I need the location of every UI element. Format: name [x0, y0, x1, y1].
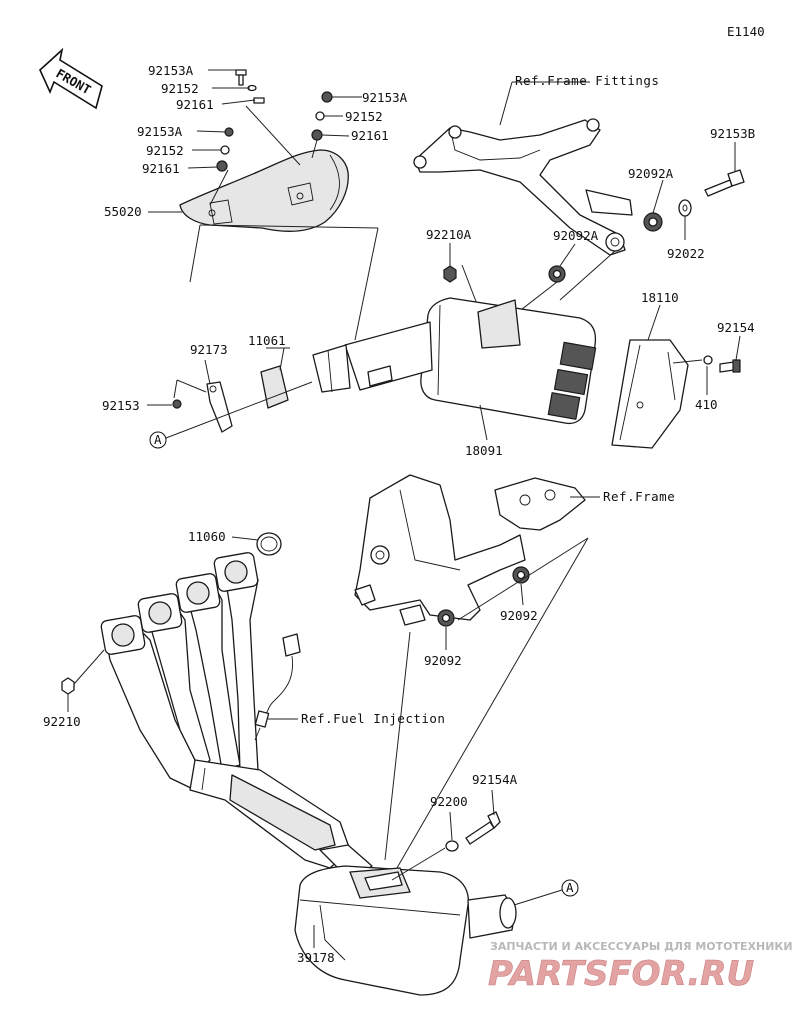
gasket-11061	[260, 365, 289, 409]
leader-92200	[449, 811, 453, 841]
watermark-tagline: ЗАПЧАСТИ И АКСЕССУАРЫ ДЛЯ МОТОТЕХНИКИ	[490, 940, 793, 953]
leader-92092-upper	[520, 583, 524, 606]
label-92153A-1: 92153A	[148, 63, 194, 78]
leader-92173	[204, 359, 211, 385]
muffler-cover-18110	[611, 339, 689, 449]
leader-cover-a	[199, 224, 379, 229]
front-arrow-icon: FRONT	[39, 47, 103, 110]
label-92154A: 92154A	[472, 772, 518, 787]
label-55020: 55020	[104, 204, 142, 219]
damper-92092-lower	[437, 609, 455, 627]
leader-18110	[647, 304, 661, 341]
nut-92210A	[443, 265, 457, 283]
label-92153B: 92153B	[710, 126, 755, 141]
leader-92153-b	[176, 379, 207, 393]
pre-chamber-39178	[294, 865, 517, 996]
label-92152-1: 92152	[161, 81, 199, 96]
callout-a-upper: A	[149, 431, 167, 449]
connecting-pipe	[312, 321, 433, 393]
leader-92210-b	[73, 649, 105, 685]
washer-410	[703, 355, 713, 365]
label-92152-2: 92152	[345, 109, 383, 124]
label-92200: 92200	[430, 794, 468, 809]
leader-92200-b	[391, 847, 446, 881]
svg-text:A: A	[566, 880, 574, 895]
svg-text:A: A	[154, 432, 162, 447]
label-92154: 92154	[717, 320, 755, 335]
o2-sensor	[254, 633, 301, 741]
leader-frame-to-muffler-b	[389, 537, 589, 881]
leader-callout-a-upper	[165, 381, 313, 439]
label-92092-2: 92092	[500, 608, 538, 623]
leader-11060	[231, 536, 259, 541]
nut-92153	[172, 399, 182, 409]
part-labels: 92153A 92152 92161 92153A 92152 92161 92…	[43, 63, 755, 965]
label-11060: 11060	[188, 529, 226, 544]
leader-frame-to-damper	[457, 537, 589, 621]
leader-11061-b	[279, 347, 285, 371]
label-92153: 92153	[102, 398, 140, 413]
label-18091: 18091	[465, 443, 503, 458]
label-11061: 11061	[248, 333, 286, 348]
leader-92153-c	[173, 379, 178, 399]
ref-frame-fittings: Ref.Frame Fittings	[515, 73, 659, 88]
label-92022: 92022	[667, 246, 705, 261]
heat-cover-55020	[179, 149, 349, 233]
leader-cover-c	[354, 227, 379, 341]
frame-structure	[354, 474, 586, 626]
leader-cover-b	[189, 224, 201, 283]
nut-92210	[61, 677, 75, 695]
washer-92200	[445, 840, 459, 852]
washer-92022	[678, 199, 692, 217]
label-92173: 92173	[190, 342, 228, 357]
label-92092-1: 92092	[424, 653, 462, 668]
watermark-brand: PARTSFOR.RU	[488, 954, 754, 994]
label-92092A-1: 92092A	[628, 166, 674, 181]
label-92161-3: 92161	[142, 161, 180, 176]
clamp-92173	[206, 381, 233, 433]
label-410: 410	[695, 397, 718, 412]
bolt-92154	[719, 359, 741, 373]
damper-92092A-left	[548, 265, 566, 283]
damper-92092A-right	[643, 212, 663, 232]
label-92210: 92210	[43, 714, 81, 729]
label-92153A-3: 92153A	[137, 124, 183, 139]
frame-fittings-bracket	[413, 118, 633, 256]
label-92161-2: 92161	[351, 128, 389, 143]
muffler-18091	[420, 297, 597, 425]
leader-bracket-b	[559, 250, 616, 301]
label-39178: 39178	[297, 950, 335, 965]
label-18110: 18110	[641, 290, 679, 305]
leader-410-up	[672, 359, 703, 364]
watermark: ЗАПЧАСТИ И АКСЕССУАРЫ ДЛЯ МОТОТЕХНИКИ PA…	[488, 940, 793, 994]
label-92092A-2: 92092A	[553, 228, 599, 243]
ref-fuel-injection: Ref.Fuel Injection	[301, 711, 445, 726]
gasket-11060	[256, 532, 282, 556]
leaders-top-left	[148, 69, 362, 213]
leader-92092A-l	[559, 243, 576, 267]
bolt-92153B	[704, 169, 745, 197]
bolt-92154A	[465, 811, 501, 845]
leader-18091	[479, 404, 488, 441]
leader-92154A	[491, 789, 495, 816]
label-92153A-2: 92153A	[362, 90, 408, 105]
diagram-code: E1140	[727, 24, 765, 39]
callout-a-lower: A	[561, 879, 579, 897]
label-92210A: 92210A	[426, 227, 472, 242]
leader-92154	[735, 335, 741, 361]
leader-frame-to-muffler-a	[384, 631, 411, 861]
label-92161-1: 92161	[176, 97, 214, 112]
leader-92092A-r	[652, 179, 664, 214]
leader-frame-fittings-2	[499, 81, 513, 126]
label-92152-3: 92152	[146, 143, 184, 158]
ref-frame: Ref.Frame	[603, 489, 675, 504]
fastener-stack-left	[216, 69, 265, 172]
leader-callout-a-lower	[513, 889, 563, 906]
